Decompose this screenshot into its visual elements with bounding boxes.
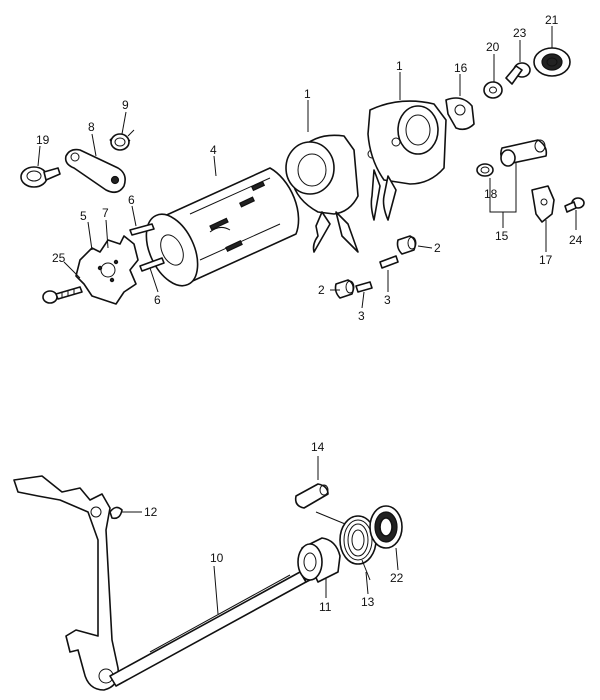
callout-22: 22 [390, 571, 404, 585]
callout-13: 13 [361, 595, 375, 609]
part-5-drum-stopper-plate[interactable] [75, 235, 139, 305]
callout-1-right: 1 [396, 59, 403, 73]
part-19-bolt[interactable] [20, 166, 61, 188]
part-17-bracket[interactable] [531, 185, 555, 223]
callout-2-right: 2 [434, 241, 441, 255]
part-15-shaft[interactable] [500, 139, 548, 167]
part-22-oil-seal[interactable] [369, 505, 403, 549]
callout-20: 20 [486, 40, 500, 54]
callout-6-lower: 6 [154, 293, 161, 307]
callout-21: 21 [545, 13, 559, 27]
part-6-pin-lower[interactable] [139, 257, 165, 272]
callout-3-right: 3 [384, 293, 391, 307]
callout-19: 19 [36, 133, 50, 147]
callout-15: 15 [495, 229, 509, 243]
part-11-collar[interactable] [297, 537, 341, 583]
part-8-stopper-arm[interactable] [64, 148, 126, 194]
callout-2-left: 2 [318, 283, 325, 297]
callout-17: 17 [539, 253, 553, 267]
callout-1-left: 1 [304, 87, 311, 101]
leader-lines [37, 26, 577, 615]
part-2-guide-pin-left[interactable] [334, 279, 355, 299]
callout-5: 5 [80, 209, 87, 223]
part-16-lock-washer[interactable] [445, 97, 475, 131]
part-3-clip-left[interactable] [355, 281, 373, 293]
part-12-clip[interactable] [109, 506, 123, 520]
part-21-neutral-switch[interactable] [533, 47, 571, 77]
part-6-pin-upper[interactable] [129, 223, 155, 236]
part-4-shift-drum[interactable] [136, 167, 300, 294]
callout-16: 16 [454, 61, 468, 75]
callout-12: 12 [144, 505, 158, 519]
part-18-o-ring[interactable] [476, 163, 494, 177]
part-9-spring[interactable] [109, 129, 135, 151]
part-2-guide-pin-right[interactable] [396, 235, 417, 255]
callout-labels: 19 8 9 4 1 1 16 20 23 21 6 7 5 25 6 2 2 … [36, 13, 583, 614]
callout-6-upper: 6 [128, 193, 135, 207]
callout-7: 7 [102, 206, 109, 220]
callout-18: 18 [484, 187, 498, 201]
callout-3-left: 3 [358, 309, 365, 323]
part-1-shift-fork-left[interactable] [285, 134, 377, 253]
callout-11: 11 [319, 600, 332, 614]
part-20-washer[interactable] [483, 81, 503, 99]
callout-14: 14 [311, 440, 325, 454]
callout-24: 24 [569, 233, 583, 247]
callout-8: 8 [88, 120, 95, 134]
part-24-screw[interactable] [564, 197, 585, 213]
callout-10: 10 [210, 551, 224, 565]
part-14-return-spring-pin[interactable] [294, 483, 329, 509]
callout-23: 23 [513, 26, 527, 40]
part-1-shift-fork-right[interactable] [367, 100, 447, 221]
callout-4: 4 [210, 143, 217, 157]
part-3-clip-right[interactable] [379, 255, 399, 269]
part-13-return-spring[interactable] [315, 511, 377, 581]
part-23-bolt[interactable] [505, 62, 531, 85]
part-25-screw[interactable] [42, 286, 83, 304]
callout-25: 25 [52, 251, 66, 265]
callout-9: 9 [122, 98, 129, 112]
part-10-gear-shift-spindle[interactable] [13, 475, 327, 691]
